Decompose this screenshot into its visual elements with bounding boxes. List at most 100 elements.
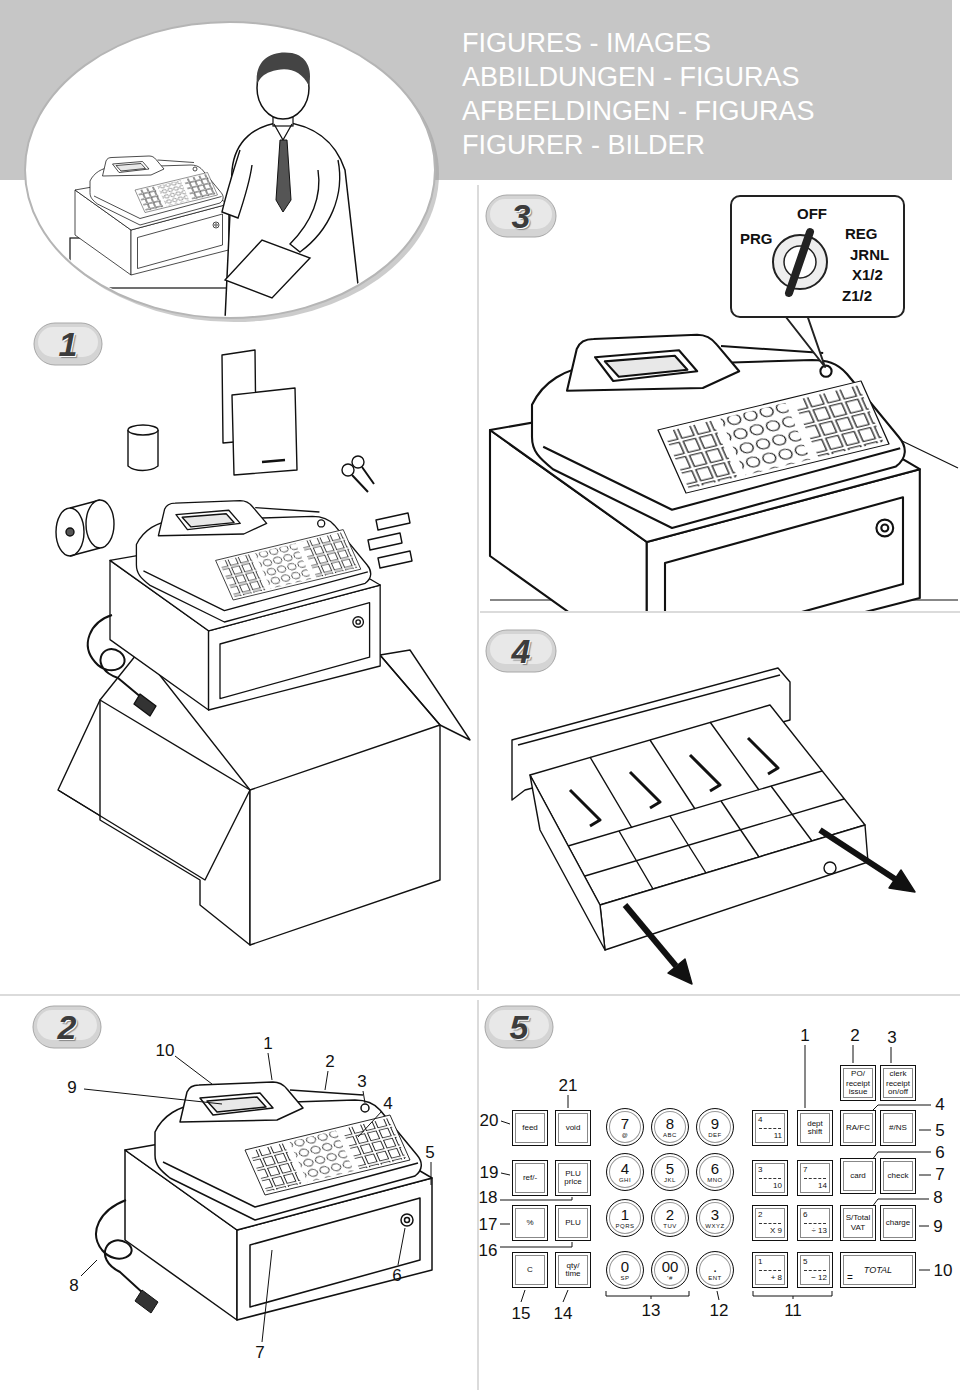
leader-line — [398, 1228, 405, 1265]
key-legend: . — [713, 1259, 717, 1274]
key-legend: C — [527, 1266, 533, 1274]
dashed-separator — [759, 1270, 781, 1271]
unpacking-scene — [56, 350, 470, 945]
key-legend: feed — [522, 1124, 538, 1132]
numeric-key: 7@ — [606, 1108, 644, 1146]
box-face — [100, 700, 250, 945]
key-legend: 6 — [711, 1161, 719, 1176]
callout-number: 8 — [69, 1277, 78, 1294]
numeric-key: 8ABC — [651, 1108, 689, 1146]
bill-clip — [570, 738, 778, 826]
callout-pointer — [782, 312, 825, 367]
department-key: 1+ 8 — [752, 1252, 788, 1288]
key-legend: % — [526, 1219, 533, 1227]
leader-line — [521, 1290, 525, 1302]
key-legend: VAT — [851, 1224, 865, 1232]
leader-line — [175, 1056, 212, 1084]
callout-number: 7 — [255, 1344, 264, 1361]
callout-number: 10 — [156, 1042, 175, 1059]
callout-number: 6 — [392, 1267, 401, 1284]
key-legend: 14 — [803, 1182, 827, 1190]
key — [342, 464, 354, 476]
plug — [134, 694, 156, 716]
callout-number: 16 — [479, 1242, 498, 1259]
numeric-key: 5JKL — [651, 1153, 689, 1191]
callout-number: 5 — [425, 1144, 434, 1161]
leader-line — [919, 1270, 930, 1271]
numeric-key: 0SP — [606, 1251, 644, 1289]
key-legend: ABC — [663, 1132, 677, 1138]
cash-drawer — [512, 668, 915, 984]
callout-number: 17 — [479, 1216, 498, 1233]
key-legend: clerk — [890, 1070, 907, 1078]
operator-scene — [70, 52, 362, 320]
switch-position: PRG — [740, 231, 773, 246]
leader-line — [717, 1291, 719, 1300]
callout-number: 2 — [325, 1053, 334, 1070]
leader-line — [358, 1111, 382, 1137]
function-key: PLU price — [555, 1160, 591, 1196]
callout-number: 13 — [642, 1302, 661, 1319]
key-legend: SP — [620, 1275, 629, 1281]
paper-sheet — [225, 240, 310, 298]
total-key: =TOTAL — [840, 1252, 916, 1288]
key-legend: 0 — [621, 1259, 629, 1274]
register-small — [75, 156, 229, 275]
leader-line — [363, 1091, 365, 1103]
callout-number: 21 — [559, 1077, 578, 1094]
key-legend: GHI — [619, 1177, 631, 1183]
tray-divider — [568, 771, 844, 876]
key-legend: X 9 — [758, 1227, 782, 1235]
mode-switch-callout: OFFPRGREGJRNLX1/2Z1/2 — [730, 195, 905, 318]
spool — [56, 508, 84, 556]
key-legend: 7 — [621, 1116, 629, 1131]
pull-arrow — [820, 830, 895, 879]
divider — [480, 611, 960, 613]
callout-number: 11 — [784, 1302, 802, 1319]
operator-arm — [290, 160, 340, 252]
key-legend: void — [566, 1124, 581, 1132]
leader-line — [568, 1095, 569, 1108]
numeric-key: 00'# — [651, 1251, 689, 1289]
numeric-key: .ENT — [696, 1251, 734, 1289]
key-legend: PO/ — [851, 1070, 865, 1078]
key-legend: MNO — [707, 1177, 723, 1183]
arrowhead — [889, 870, 915, 892]
function-key: RA/FC — [840, 1110, 876, 1146]
key-legend: ENT — [708, 1275, 722, 1281]
callout-number: 1 — [263, 1035, 272, 1052]
callout-number: 20 — [480, 1112, 499, 1129]
key-legend: − 12 — [803, 1274, 827, 1282]
numeric-key: 4GHI — [606, 1153, 644, 1191]
figure-badges — [33, 195, 556, 1048]
callout-number: 4 — [935, 1096, 944, 1113]
key-legend: '# — [667, 1275, 672, 1281]
function-key: ref/- — [512, 1160, 548, 1196]
leader-line — [919, 1226, 929, 1227]
spool — [86, 500, 114, 548]
key-legend: S/Total — [846, 1214, 870, 1222]
tray-divider — [619, 786, 812, 889]
function-key: PLU — [555, 1205, 591, 1241]
leader-line — [919, 1175, 931, 1176]
key-legend: 9 — [711, 1116, 719, 1131]
key-legend: 3 — [758, 1166, 782, 1174]
callout-number: 7 — [935, 1166, 944, 1183]
key-legend: @ — [622, 1132, 629, 1138]
callout-number: 9 — [67, 1079, 76, 1096]
manual — [232, 388, 297, 475]
callout-number: 8 — [933, 1189, 942, 1206]
key-legend: 3 — [711, 1207, 719, 1222]
numeric-key: 3WXYZ — [696, 1199, 734, 1237]
tray-divider — [590, 722, 759, 828]
key-legend: 00 — [662, 1259, 679, 1274]
leader-line — [268, 1053, 272, 1080]
leader-lines — [81, 1053, 431, 1342]
figure-number: 4 — [512, 634, 531, 668]
switch-position: REG — [845, 226, 878, 241]
leader-line — [501, 1121, 510, 1124]
callout-number: 6 — [935, 1144, 944, 1161]
leader-line — [805, 1045, 806, 1108]
callout-number: 15 — [512, 1305, 531, 1322]
figure-number: 5 — [510, 1010, 529, 1044]
